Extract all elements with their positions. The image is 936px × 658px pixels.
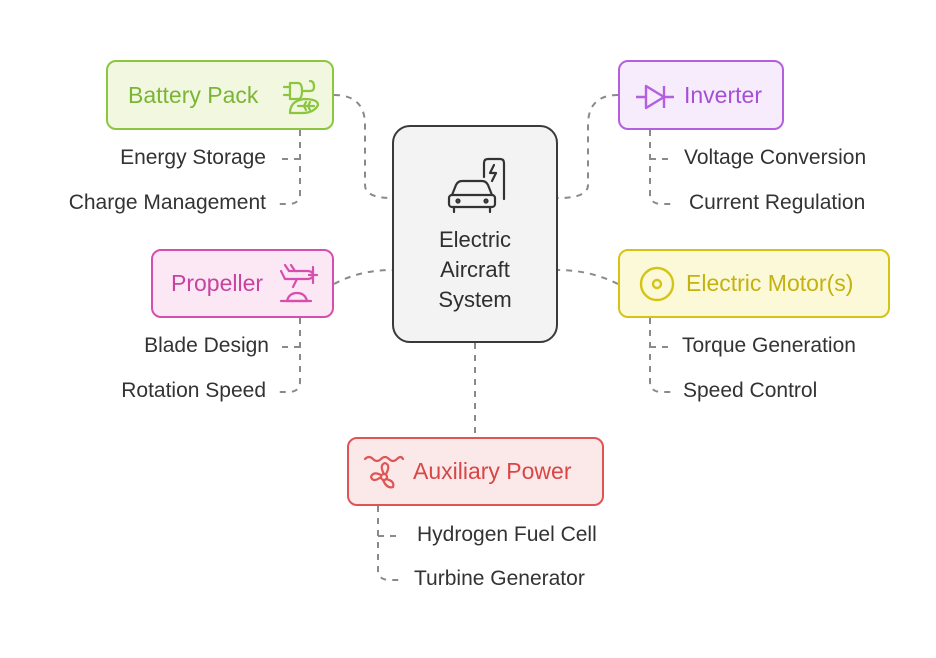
inverter-item-2: Current Regulation xyxy=(689,191,866,214)
motor-item-2: Speed Control xyxy=(683,379,818,402)
auxiliary-power-node: Auxiliary Power xyxy=(347,437,604,506)
propeller-node: Propeller xyxy=(151,249,334,318)
propeller-label: Propeller xyxy=(171,270,264,296)
connector-battery-items xyxy=(278,130,301,205)
battery-pack-label: Battery Pack xyxy=(128,81,259,108)
plug-leaf-icon xyxy=(282,79,320,115)
inverter-item-1: Voltage Conversion xyxy=(684,146,867,169)
connector-auxiliary-items xyxy=(377,506,404,581)
center-node: Electric Aircraft System xyxy=(392,125,558,343)
connector-battery xyxy=(333,94,393,199)
center-title-line-3: System xyxy=(438,287,512,312)
battery-item-2: Charge Management xyxy=(68,191,266,214)
connector-inverter-items xyxy=(649,130,675,205)
battery-item-1: Energy Storage xyxy=(120,146,266,169)
connector-inverter xyxy=(557,94,619,199)
propeller-item-1: Blade Design xyxy=(144,334,269,357)
auxiliary-item-1: Hydrogen Fuel Cell xyxy=(417,523,597,546)
connector-motor xyxy=(557,269,619,285)
electric-motor-node: Electric Motor(s) xyxy=(618,249,890,318)
connector-propeller-items xyxy=(278,318,301,393)
electric-motor-label: Electric Motor(s) xyxy=(686,270,854,296)
center-title: Electric Aircraft System xyxy=(394,225,556,315)
motor-disc-icon xyxy=(639,266,675,302)
auxiliary-power-label: Auxiliary Power xyxy=(413,458,572,484)
inverter-node: Inverter xyxy=(618,60,784,130)
center-title-line-1: Electric xyxy=(438,227,512,252)
inverter-label: Inverter xyxy=(684,81,762,108)
motor-item-1: Torque Generation xyxy=(682,334,856,357)
connector-propeller xyxy=(333,269,393,285)
connector-motor-items xyxy=(649,318,675,393)
electric-car-icon xyxy=(447,157,506,214)
auxiliary-item-2: Turbine Generator xyxy=(414,567,585,590)
battery-pack-node: Battery Pack xyxy=(106,60,334,130)
diode-icon xyxy=(636,84,674,110)
center-title-line-2: Aircraft xyxy=(440,257,510,282)
plane-icon xyxy=(279,263,319,303)
propeller-item-2: Rotation Speed xyxy=(121,379,266,402)
fan-icon xyxy=(363,455,405,489)
